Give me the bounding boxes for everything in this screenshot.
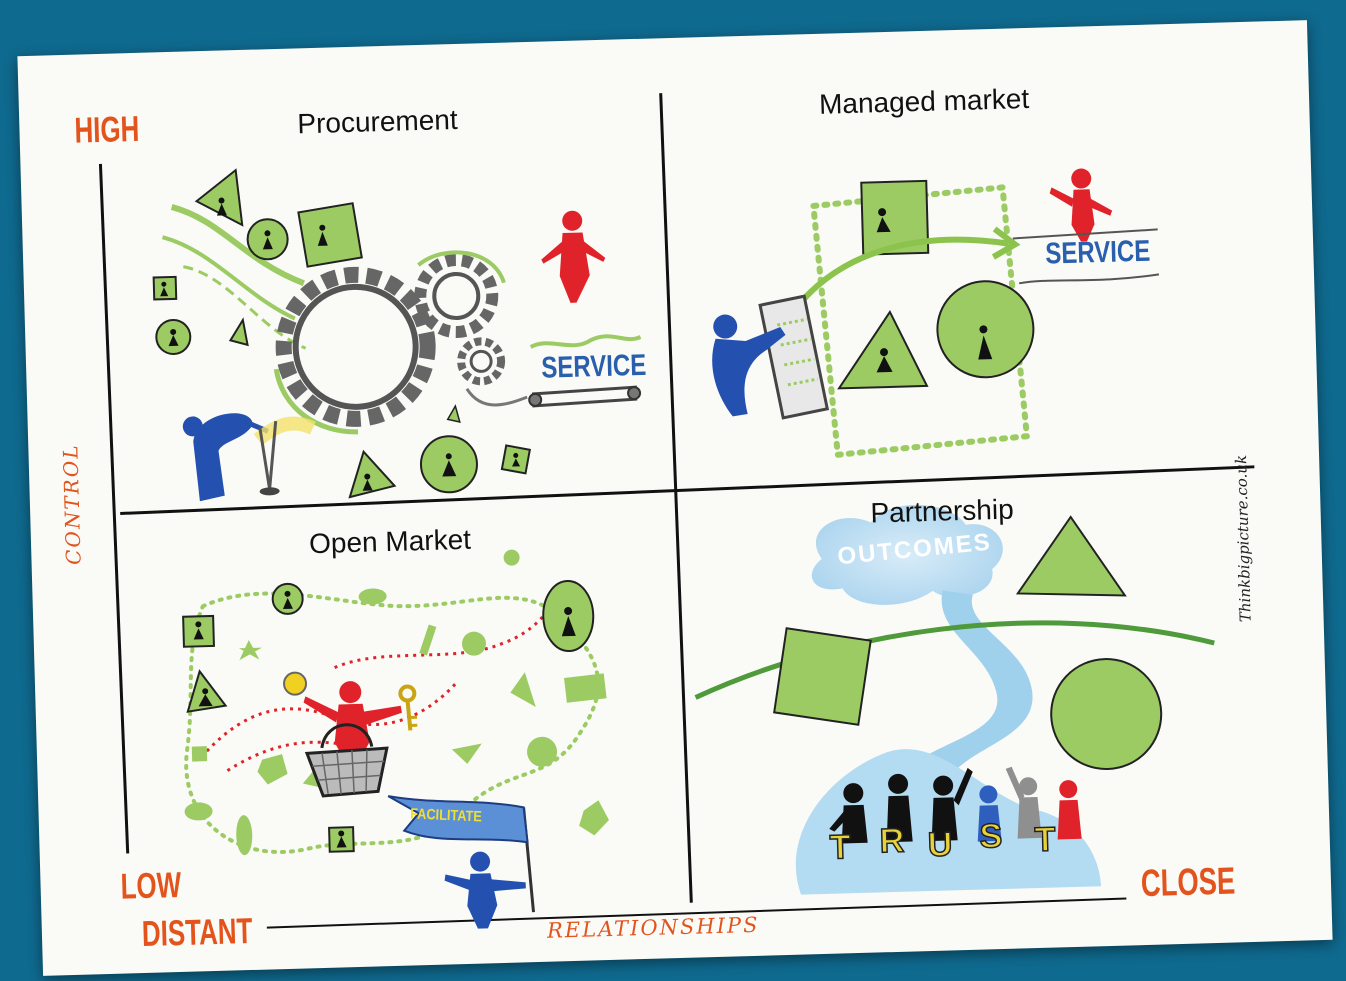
y-axis-line [98, 163, 130, 854]
green-square [773, 627, 872, 726]
trust-figures [829, 767, 973, 844]
green-arrow [792, 236, 1009, 312]
clipboard-lines [776, 317, 819, 387]
y-axis-low-label: LOW [120, 863, 182, 907]
green-triangle [348, 449, 397, 499]
green-square [152, 275, 178, 301]
large-gear [275, 266, 436, 427]
trust-letter: T [1033, 820, 1056, 860]
x-axis-close-label: CLOSE [1140, 860, 1236, 906]
x-axis-line [266, 897, 1127, 929]
blue-figure-procurement [182, 413, 316, 502]
trust-letter: U [927, 825, 954, 865]
quadrant-title-open-market: Open Market [308, 523, 472, 560]
small-gear [457, 337, 506, 386]
trust-letter: R [878, 821, 905, 861]
quadrant-title-partnership: Partnership [870, 493, 1015, 529]
tiny-figures [160, 197, 521, 491]
horizontal-divider [120, 465, 1255, 515]
quadrant-title-procurement: Procurement [296, 103, 459, 140]
conveyor-belt [531, 385, 637, 396]
green-triangle [1015, 515, 1127, 597]
green-triangle [446, 404, 461, 423]
diagram-artwork [98, 93, 1255, 929]
green-square [860, 179, 930, 256]
tiny-figures [876, 208, 993, 373]
green-swoosh [170, 204, 305, 287]
red-dotted-path [205, 683, 457, 753]
medium-gear [414, 254, 499, 339]
green-circle [1050, 658, 1163, 771]
green-circle [503, 549, 520, 566]
blue-figure-open-market [444, 851, 526, 929]
connection-curve [694, 620, 1215, 700]
clipboard [758, 294, 830, 420]
green-triangle [228, 317, 249, 347]
red-dotted-path [334, 600, 555, 669]
vertical-divider [659, 93, 693, 903]
facilitate-banner [387, 795, 536, 913]
basket-icon [304, 723, 389, 798]
y-axis-high-label: HIGH [73, 107, 140, 151]
managed-market-illustration [712, 168, 1160, 459]
service-label-managed-market: SERVICE [1044, 234, 1151, 271]
service-label-procurement: SERVICE [540, 348, 647, 385]
green-swoosh [183, 265, 307, 350]
outcomes-cloud [811, 504, 1003, 605]
green-swoosh [161, 235, 296, 321]
red-figure-procurement [541, 210, 606, 303]
x-axis-distant-label: DISTANT [141, 909, 253, 955]
green-circle [461, 631, 486, 656]
green-square [297, 202, 363, 268]
procurement-illustration [152, 168, 642, 502]
red-figure-managed [1049, 168, 1113, 242]
trust-letter: S [978, 816, 1003, 856]
coin-icon [283, 671, 308, 696]
facilitate-banner-text: FACILITATE [409, 805, 483, 826]
tiny-figures [193, 590, 576, 848]
service-wave [529, 334, 642, 349]
open-market-illustration [182, 549, 609, 929]
partnership-illustration [694, 504, 1215, 895]
quadrant-title-managed-market: Managed market [818, 82, 1030, 120]
blue-figure-managed [712, 314, 786, 417]
diagram-card: HIGH LOW DISTANT CLOSE CONTROL RELATIONS… [17, 20, 1333, 976]
key-icon [398, 684, 418, 731]
y-axis-title: CONTROL [58, 443, 86, 566]
trust-letter: T [829, 827, 852, 867]
dotted-path [184, 591, 601, 854]
